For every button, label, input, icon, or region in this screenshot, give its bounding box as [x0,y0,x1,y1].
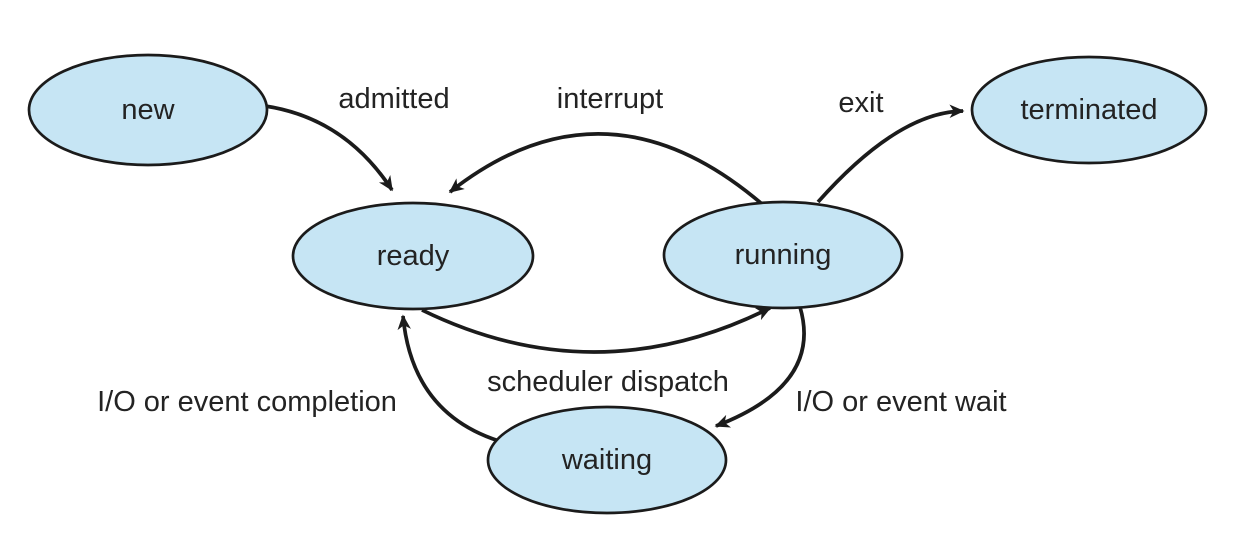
edge-io-event-wait-arrow [714,306,806,428]
edge-interrupt-label: interrupt [557,83,663,115]
edge-interrupt-arrow [448,132,764,206]
state-terminated-ellipse [970,55,1208,165]
edge-io-event-completion-label: I/O or event completion [97,386,397,418]
edge-exit-label: exit [838,87,883,119]
state-ready-ellipse [291,201,535,311]
state-nodes: new ready running waiting terminated [27,53,1208,515]
edge-admitted-arrow [264,104,394,192]
state-new-label: new [121,94,175,126]
state-new-ellipse [27,53,269,167]
state-running-label: running [735,239,832,271]
state-new: new [27,53,269,167]
edge-io-event-completion-arrow [397,314,500,443]
state-waiting: waiting [486,405,728,515]
state-running-ellipse [662,200,904,310]
state-ready: ready [291,201,535,311]
edge-scheduler-dispatch-arrow [421,306,772,354]
transition-edges [264,104,965,443]
state-terminated-label: terminated [1020,94,1157,126]
state-waiting-label: waiting [561,444,652,476]
state-running: running [662,200,904,310]
edge-scheduler-dispatch-label: scheduler dispatch [487,366,729,398]
edge-io-event-wait-label: I/O or event wait [795,386,1006,418]
state-terminated: terminated [970,55,1208,165]
edge-exit-arrow [816,104,965,204]
state-ready-label: ready [377,240,450,272]
state-waiting-ellipse [486,405,728,515]
edge-admitted-label: admitted [338,83,449,115]
transition-labels: admitted interrupt exit scheduler dispat… [97,83,1006,418]
